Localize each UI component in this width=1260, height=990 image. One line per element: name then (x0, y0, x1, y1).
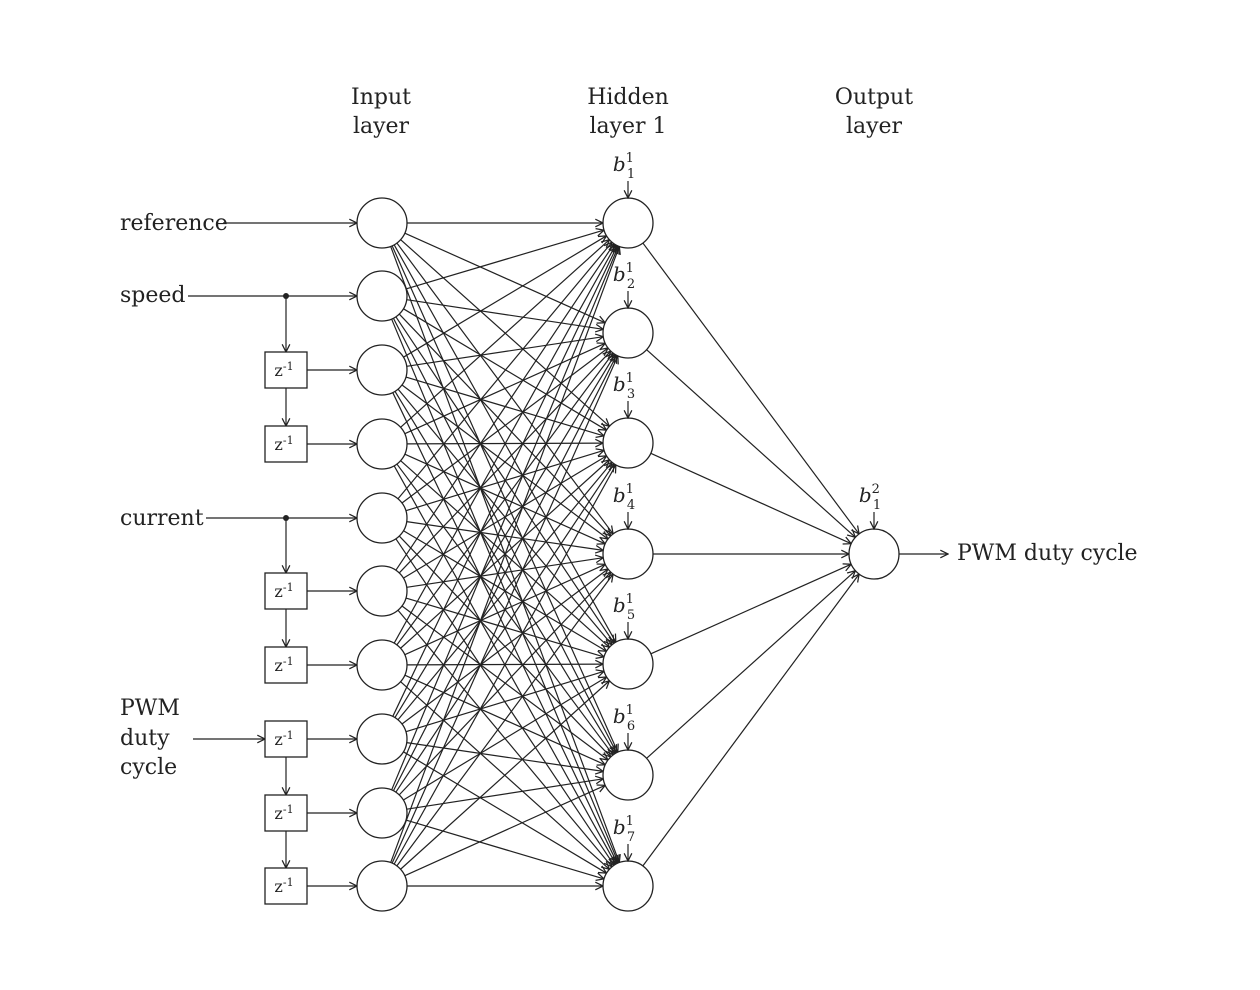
input-neuron-7 (356, 639, 408, 691)
connection-input10-hidden3 (393, 465, 616, 865)
connection-hidden5-output (650, 564, 851, 655)
input-layer-header-line1: Input (351, 85, 411, 110)
input-neuron-9 (356, 787, 408, 839)
connection-input7-hidden1 (393, 245, 616, 644)
hidden-layer-header-line1: Hidden (587, 85, 669, 110)
hidden-neuron-5 (602, 638, 654, 690)
connection-hidden3-output (650, 452, 851, 543)
connection-input3-hidden2 (406, 337, 604, 367)
input-neuron-8 (356, 713, 408, 765)
connection-input10-hidden6 (404, 785, 605, 877)
input-neuron-2 (356, 270, 408, 322)
connection-input10-hidden2 (391, 356, 618, 864)
connection-input10-hidden5 (400, 681, 610, 870)
connection-input8-hidden2 (394, 354, 615, 718)
connection-input9-hidden6 (406, 779, 604, 810)
delay-block-2 (264, 425, 308, 463)
connection-input6-hidden2 (398, 351, 610, 574)
connection-input2-hidden2 (406, 299, 604, 330)
input-label-pwm-line1: PWM (120, 696, 180, 721)
delay-block-6 (264, 794, 308, 832)
hidden-neuron-7 (602, 860, 654, 912)
input-label-speed: speed (120, 283, 186, 308)
input-label-pwm-line2: duty (120, 726, 170, 751)
input-layer-header-line2: layer (353, 114, 410, 139)
delay-block-7 (264, 867, 308, 905)
neurons-group (356, 197, 900, 912)
connection-input7-hidden2 (396, 353, 613, 646)
output-neuron-1 (848, 528, 900, 580)
connection-input5-hidden2 (401, 348, 608, 504)
connection-hidden1-output (642, 242, 859, 534)
input-neuron-6 (356, 565, 408, 617)
delay-block-5 (264, 720, 308, 758)
connection-input9-hidden7 (405, 819, 604, 879)
delay-block-4 (264, 646, 308, 684)
input-neuron-3 (356, 344, 408, 396)
connection-input8-hidden5 (405, 671, 604, 733)
hidden-neuron-3 (602, 417, 654, 469)
connection-input8-hidden3 (397, 462, 612, 721)
connection-input5-hidden1 (397, 242, 612, 500)
input-neuron-5 (356, 492, 408, 544)
connections-group (390, 223, 859, 886)
connection-hidden2-output (646, 349, 856, 538)
connection-input8-hidden1 (392, 246, 617, 717)
connection-input8-hidden4 (401, 569, 608, 725)
connection-input8-hidden6 (406, 742, 604, 772)
connection-input10-hidden4 (396, 574, 613, 867)
connection-input8-hidden7 (403, 751, 606, 873)
output-layer-header-line1: Output (835, 85, 913, 110)
output-label: PWM duty cycle (957, 541, 1138, 566)
input-neuron-1 (356, 197, 408, 249)
delay-block-1 (264, 351, 308, 389)
connection-input9-hidden2 (392, 355, 616, 792)
input-neuron-4 (356, 418, 408, 470)
input-label-pwm-line3: cycle (120, 755, 177, 780)
connection-input9-hidden4 (398, 572, 611, 796)
connection-input3-hidden1 (403, 236, 606, 358)
connection-hidden7-output (642, 574, 859, 867)
connection-input10-hidden1 (390, 246, 620, 863)
connection-input1-hidden2 (404, 232, 605, 323)
input-label-current: current (120, 506, 204, 531)
hidden-neuron-6 (602, 749, 654, 801)
connection-input6-hidden1 (395, 244, 614, 571)
connection-input4-hidden1 (400, 240, 610, 428)
connection-input9-hidden1 (391, 246, 619, 791)
connection-hidden6-output (646, 571, 856, 759)
output-layer-header-line2: layer (846, 114, 903, 139)
hidden-neuron-1 (602, 197, 654, 249)
connection-input9-hidden5 (403, 677, 606, 801)
hidden-neuron-2 (602, 307, 654, 359)
delay-blocks-group: z-1z-1z-1z-1z-1z-1z-1 (264, 351, 308, 905)
hidden-neuron-4 (602, 528, 654, 580)
connection-input9-hidden3 (395, 464, 614, 793)
connection-input2-hidden1 (405, 230, 604, 290)
connection-input2-hidden3 (403, 308, 606, 430)
delay-block-3 (264, 572, 308, 610)
input-label-reference: reference (120, 211, 228, 236)
input-neuron-10 (356, 860, 408, 912)
feed-wires-group (188, 223, 948, 886)
hidden-layer-header-line2: layer 1 (589, 114, 666, 139)
